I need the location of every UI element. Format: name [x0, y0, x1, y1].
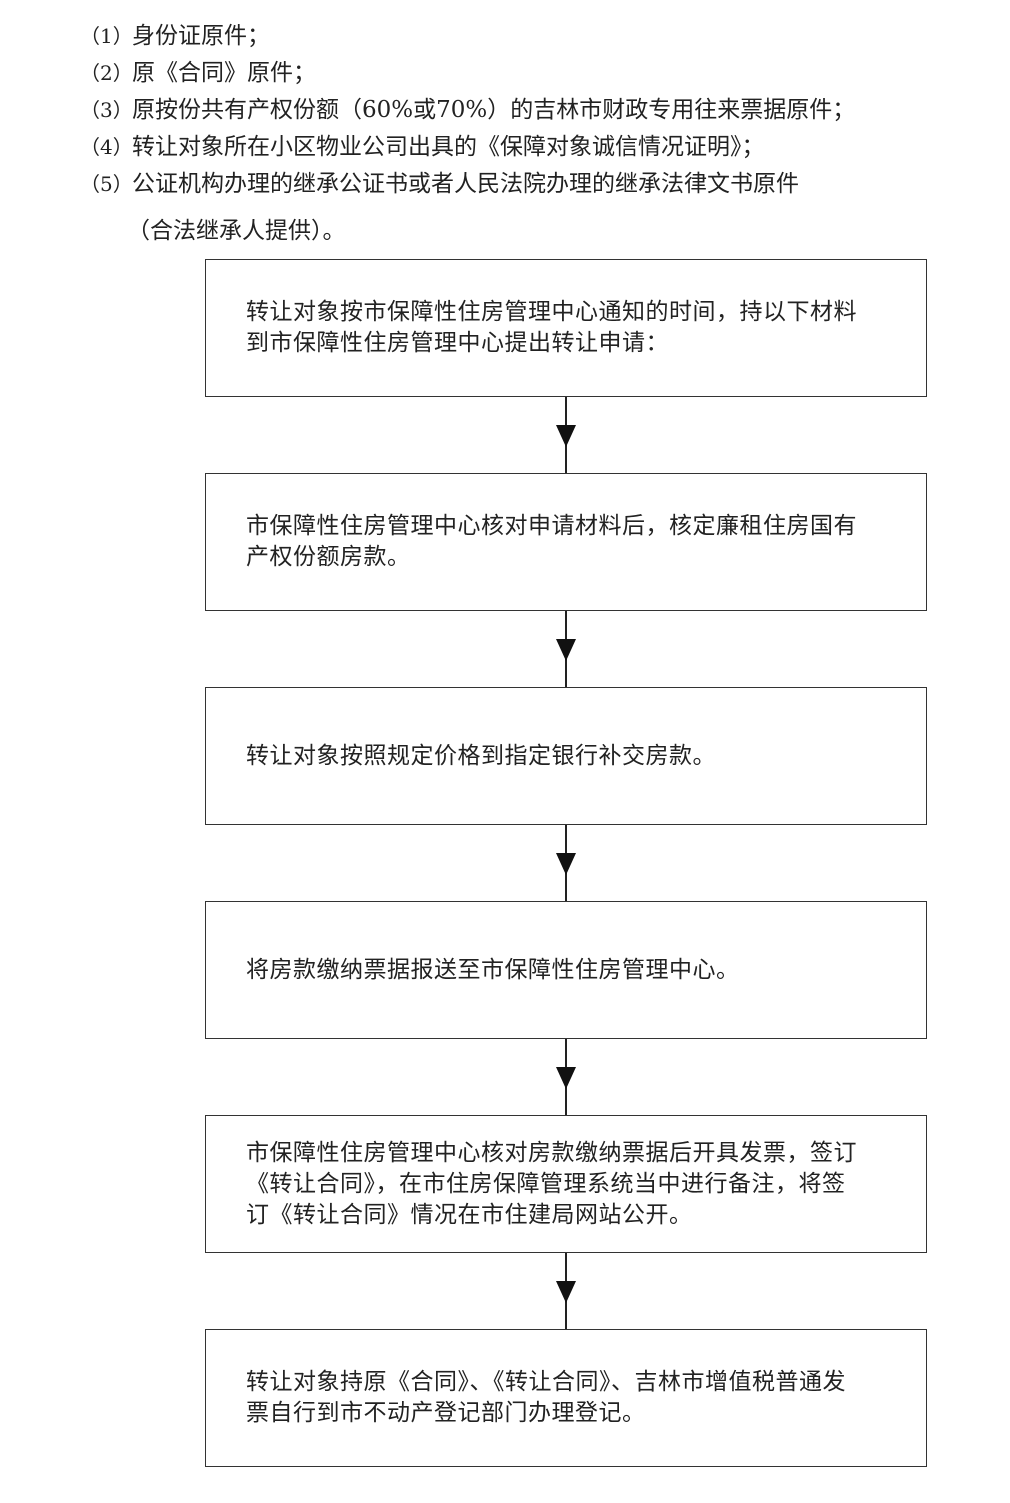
material-item-2: （2） 原《合同》原件； [80, 55, 980, 92]
material-item-3: （3） 原按份共有产权份额（60%或70%）的吉林市财政专用往来票据原件； [80, 92, 980, 129]
flow-step-text: 转让对象按照规定价格到指定银行补交房款。 [246, 742, 716, 769]
material-item-5: （5） 公证机构办理的继承公证书或者人民法院办理的继承法律文书原件 [80, 166, 980, 203]
flow-step-text: 转让对象持原《合同》、《转让合同》、吉林市增值税普通发票自行到市不动产登记部门办… [246, 1369, 846, 1426]
flow-arrow-5 [556, 1253, 576, 1329]
material-text: 原按份共有产权份额（60%或70%）的吉林市财政专用往来票据原件； [132, 97, 856, 123]
material-number: （1） [80, 24, 133, 48]
flow-step-3: 转让对象按照规定价格到指定银行补交房款。 [205, 687, 927, 825]
material-text: 身份证原件； [132, 23, 270, 49]
material-number: （2） [80, 61, 133, 85]
arrow-down-icon [556, 1067, 576, 1089]
material-number: （5） [80, 172, 133, 196]
flow-step-1: 转让对象按市保障性住房管理中心通知的时间，持以下材料到市保障性住房管理中心提出转… [205, 259, 927, 397]
flow-arrow-2 [556, 611, 576, 687]
arrow-down-icon [556, 425, 576, 447]
arrow-down-icon [556, 639, 576, 661]
flow-step-text: 市保障性住房管理中心核对房款缴纳票据后开具发票，签订《转让合同》，在市住房保障管… [246, 1139, 857, 1228]
flow-step-text: 市保障性住房管理中心核对申请材料后，核定廉租住房国有产权份额房款。 [246, 513, 857, 570]
flow-arrow-4 [556, 1039, 576, 1115]
material-item-5-continuation: （合法继承人提供）。 [127, 218, 346, 244]
material-number: （3） [80, 98, 133, 122]
material-text: 转让对象所在小区物业公司出具的《保障对象诚信情况证明》； [132, 134, 765, 160]
flow-step-4: 将房款缴纳票据报送至市保障性住房管理中心。 [205, 901, 927, 1039]
flow-step-6: 转让对象持原《合同》、《转让合同》、吉林市增值税普通发票自行到市不动产登记部门办… [205, 1329, 927, 1467]
flow-step-2: 市保障性住房管理中心核对申请材料后，核定廉租住房国有产权份额房款。 [205, 473, 927, 611]
flow-arrow-3 [556, 825, 576, 901]
flow-step-5: 市保障性住房管理中心核对房款缴纳票据后开具发票，签订《转让合同》，在市住房保障管… [205, 1115, 927, 1253]
flow-step-text: 将房款缴纳票据报送至市保障性住房管理中心。 [246, 956, 740, 983]
material-number: （4） [80, 135, 133, 159]
flow-step-text: 转让对象按市保障性住房管理中心通知的时间，持以下材料到市保障性住房管理中心提出转… [246, 299, 857, 356]
material-item-4: （4） 转让对象所在小区物业公司出具的《保障对象诚信情况证明》； [80, 129, 980, 166]
material-text: 原《合同》原件； [132, 60, 316, 86]
material-item-1: （1） 身份证原件； [80, 18, 980, 55]
flow-arrow-1 [556, 397, 576, 473]
arrow-down-icon [556, 1281, 576, 1303]
arrow-down-icon [556, 853, 576, 875]
material-text: 公证机构办理的继承公证书或者人民法院办理的继承法律文书原件 [132, 171, 799, 197]
materials-list: （1） 身份证原件； （2） 原《合同》原件； （3） 原按份共有产权份额（60… [80, 18, 980, 203]
